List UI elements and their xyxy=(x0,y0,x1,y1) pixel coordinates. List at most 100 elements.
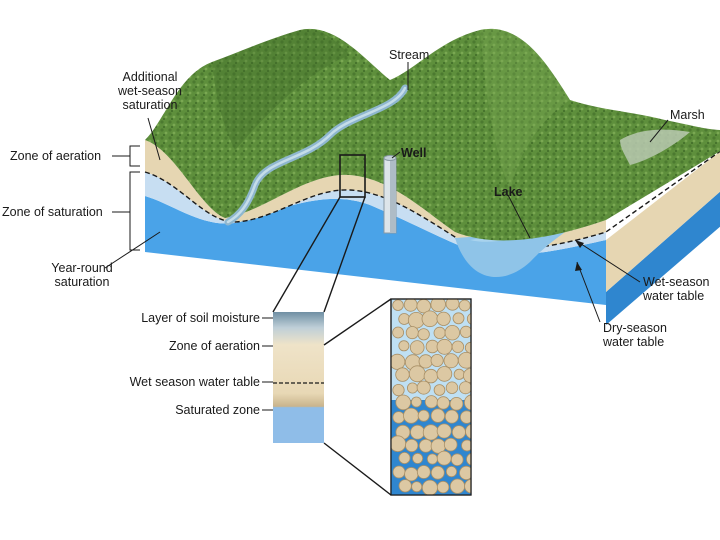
sand-grain xyxy=(464,478,471,494)
label-additional-line-1: Additional xyxy=(122,70,178,84)
label-year-round-line-2: saturation xyxy=(54,275,110,289)
detail-line-bottom xyxy=(323,442,392,496)
label-wet-season-water-table: Wet-season water table xyxy=(643,275,709,303)
label-marsh: Marsh xyxy=(670,108,705,122)
sand-grain xyxy=(417,409,430,422)
sand-grain xyxy=(466,313,471,325)
sand-grain xyxy=(408,365,426,383)
sand-grain xyxy=(424,395,438,409)
sand-grain xyxy=(412,452,424,464)
sand-grain xyxy=(426,453,438,465)
label-wet-table-line-2: water table xyxy=(643,289,705,303)
sand-grain xyxy=(407,311,425,329)
sand-grain xyxy=(445,465,458,478)
label-year-round-line-1: Year-round xyxy=(51,261,113,275)
sand-grain xyxy=(444,409,459,424)
sand-grain xyxy=(392,326,405,339)
sand-grain xyxy=(398,479,412,493)
label-lake: Lake xyxy=(494,185,523,199)
leader-wet-table xyxy=(574,239,641,283)
sand-grain xyxy=(421,310,439,328)
sand-grain xyxy=(418,438,433,453)
sand-grain xyxy=(418,354,433,369)
leader-marsh xyxy=(649,119,669,143)
sand-grain xyxy=(430,299,446,313)
marsh xyxy=(620,129,690,165)
sand-grain xyxy=(398,451,411,464)
sand-grain xyxy=(436,338,453,355)
leader-additional xyxy=(147,117,161,161)
hill-shading-right xyxy=(480,28,570,191)
bracket-saturation xyxy=(129,171,140,251)
hill-shading xyxy=(212,29,350,150)
block-side-soil xyxy=(606,151,720,292)
sand-grain xyxy=(391,353,406,370)
stream-highlight xyxy=(226,86,407,224)
label-additional-line-3: saturation xyxy=(122,98,178,112)
sand-grain xyxy=(436,311,451,326)
well-pipe-shade xyxy=(390,158,396,233)
sand-grain xyxy=(436,480,450,494)
sand-grain xyxy=(443,437,458,452)
sand-grain xyxy=(392,383,405,397)
saturated-zone xyxy=(145,196,606,305)
detail-line-top xyxy=(323,298,392,346)
sand-grain xyxy=(423,368,439,384)
leader-well xyxy=(391,151,401,159)
sand-grain xyxy=(459,381,471,395)
sand-grain xyxy=(461,439,471,452)
sand-grain xyxy=(430,353,444,367)
sand-grain xyxy=(403,299,418,312)
sand-grain xyxy=(395,394,412,411)
label-wet-table-line-1: Wet-season xyxy=(643,275,710,289)
sand-grain xyxy=(453,368,465,380)
label-dry-table-line-1: Dry-season xyxy=(603,321,667,335)
label-saturated-zone: Saturated zone xyxy=(175,403,260,417)
label-year-round-saturation: Year-round saturation xyxy=(42,261,122,289)
sand-grains xyxy=(391,299,471,495)
sand-grain xyxy=(436,396,450,410)
sand-grain xyxy=(392,411,405,424)
sand-grain xyxy=(406,382,418,394)
sand-grain xyxy=(465,423,471,440)
sand-grain xyxy=(405,438,419,453)
sand-grain xyxy=(391,435,407,452)
sand-grain xyxy=(444,325,461,341)
bracket-aeration xyxy=(129,145,140,167)
leader-dry-table-arrow xyxy=(575,262,582,271)
hills xyxy=(145,28,720,241)
label-well: Well xyxy=(401,146,427,160)
label-dry-season-water-table: Dry-season water table xyxy=(603,321,667,349)
label-zone-of-saturation: Zone of saturation xyxy=(2,205,103,219)
sand-grain xyxy=(445,381,459,394)
sand-grain xyxy=(410,396,422,408)
zoom-line-right xyxy=(323,196,366,313)
label-soil-moisture: Layer of soil moisture xyxy=(141,311,260,325)
sand-grain xyxy=(395,367,410,382)
sand-grain xyxy=(392,465,406,479)
sand-grain xyxy=(416,380,431,395)
sand-grain xyxy=(405,326,419,340)
label-additional-saturation: Additional wet-season saturation xyxy=(108,70,192,112)
sand-grain xyxy=(460,410,471,424)
zoom-box xyxy=(339,154,366,198)
leader-dry-table xyxy=(576,261,601,323)
sand-grain xyxy=(403,407,420,424)
sand-grain xyxy=(416,465,431,479)
label-column-aeration: Zone of aeration xyxy=(168,339,260,353)
soil-column xyxy=(273,312,324,443)
sand-grain xyxy=(398,340,410,352)
sand-grain xyxy=(459,465,471,480)
sand-grain xyxy=(436,423,452,439)
block-side-face xyxy=(606,191,720,325)
sand-grain xyxy=(449,396,464,411)
sand-grain xyxy=(457,352,471,369)
leader-wet-table-arrow xyxy=(575,240,584,248)
sand-grain xyxy=(421,479,438,495)
sand-grain xyxy=(410,424,425,440)
sand-grain xyxy=(451,340,465,354)
sand-grain xyxy=(443,353,459,369)
sand-grain xyxy=(449,478,466,494)
